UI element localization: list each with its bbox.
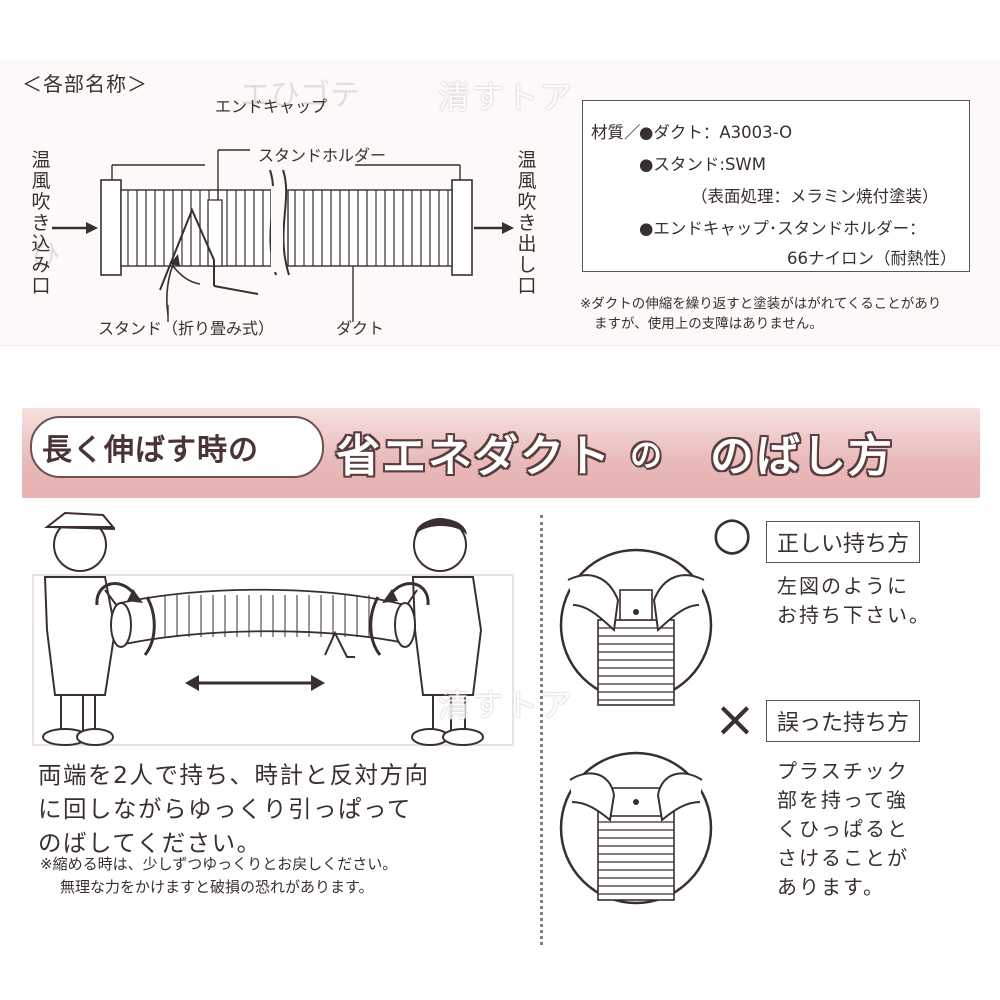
materials-cap-holder-material: 66ナイロン（耐熱性）: [787, 249, 957, 268]
banner-particle: の: [630, 436, 663, 474]
instruction-line: のばしてください。: [38, 829, 262, 857]
correct-grip-title: 正しい持ち方: [766, 521, 921, 563]
wrong-grip-title: 誤った持ち方: [766, 700, 921, 742]
wrong-desc-line: さけることが: [777, 846, 909, 870]
correct-mark-icon: ○: [712, 506, 753, 560]
duct-note-line: ますが、使用上の支障はありません。: [594, 316, 823, 332]
shrink-note-line: ※縮める時は、少しずつゆっくりとお戻しください。: [40, 855, 398, 873]
outlet-label: 温風吹き出し口: [517, 149, 537, 297]
stand-label: スタンド（折り畳み式）: [98, 319, 275, 338]
materials-stand-finish: （表面処理：メラミン焼付塗装）: [691, 187, 939, 206]
watermark: 清すトア: [438, 686, 575, 724]
watermark: 清すトア: [438, 78, 575, 116]
duct-note: ※ダクトの伸縮を繰り返すと塗装がはがれてくることがあり ますが、使用上の支障はあ…: [580, 294, 980, 334]
bleed-text: ひ: [30, 238, 60, 273]
shrink-note-line: 無理な力をかけますと破損の恐れがあります。: [60, 878, 374, 896]
banner-prefix: 長く伸ばす時の: [42, 433, 259, 468]
shrink-note: ※縮める時は、少しずつゆっくりとお戻しください。 無理な力をかけますと破損の恐れ…: [40, 853, 520, 899]
materials-cap-holder: ●エンドキャップ･スタンドホルダー：: [639, 219, 926, 238]
wrong-desc-line: あります。: [777, 875, 885, 899]
stand-holder-label: スタンドホルダー: [258, 146, 387, 165]
wrong-desc-line: 部を持って強: [777, 788, 908, 812]
correct-desc-line: お持ち下さい。: [777, 603, 931, 627]
dotted-divider: [540, 515, 543, 945]
inlet-label: 温風吹き込み口: [31, 149, 51, 297]
correct-grip-desc: 左図のように お持ち下さい。: [777, 572, 977, 630]
bleed-text: エひゴテ: [240, 78, 360, 113]
banner-method: のばし方: [710, 431, 894, 482]
correct-desc-line: 左図のように: [777, 574, 909, 598]
instruction-line: 両端を2人で持ち、時計と反対方向: [38, 761, 430, 789]
end-cap-label: エンドキャップ: [215, 97, 328, 116]
wrong-mark-icon: ×: [714, 690, 756, 748]
materials-label: 材質／: [591, 123, 641, 142]
banner-pill: [30, 416, 324, 478]
two-people-illustration: [32, 511, 514, 746]
duct-diagram: [52, 149, 514, 322]
banner-product: 省エネダクト: [336, 431, 612, 482]
stretch-instructions: 両端を2人で持ち、時計と反対方向 に回しながらゆっくり引っぱって のばしてくださ…: [38, 758, 518, 860]
instruction-line: に回しながらゆっくり引っぱって: [38, 795, 412, 823]
materials-box: 材質／ ●ダクト：A3003-O ●スタンド:SWM （表面処理：メラミン焼付塗…: [582, 100, 970, 272]
wrong-desc-line: プラスチック: [777, 759, 909, 783]
materials-duct: ●ダクト：A3003-O: [639, 123, 793, 142]
wrong-grip-desc: プラスチック 部を持って強 くひっぱると さけることが あります。: [777, 757, 977, 902]
grip-illustrations: [559, 548, 713, 905]
duct-label: ダクト: [336, 319, 385, 338]
wrong-desc-line: くひっぱると: [777, 817, 909, 841]
materials-stand: ●スタンド:SWM: [639, 155, 766, 174]
section-title: ＜各部名称＞: [22, 72, 148, 96]
duct-note-line: ※ダクトの伸縮を繰り返すと塗装がはがれてくることがあり: [580, 296, 942, 312]
